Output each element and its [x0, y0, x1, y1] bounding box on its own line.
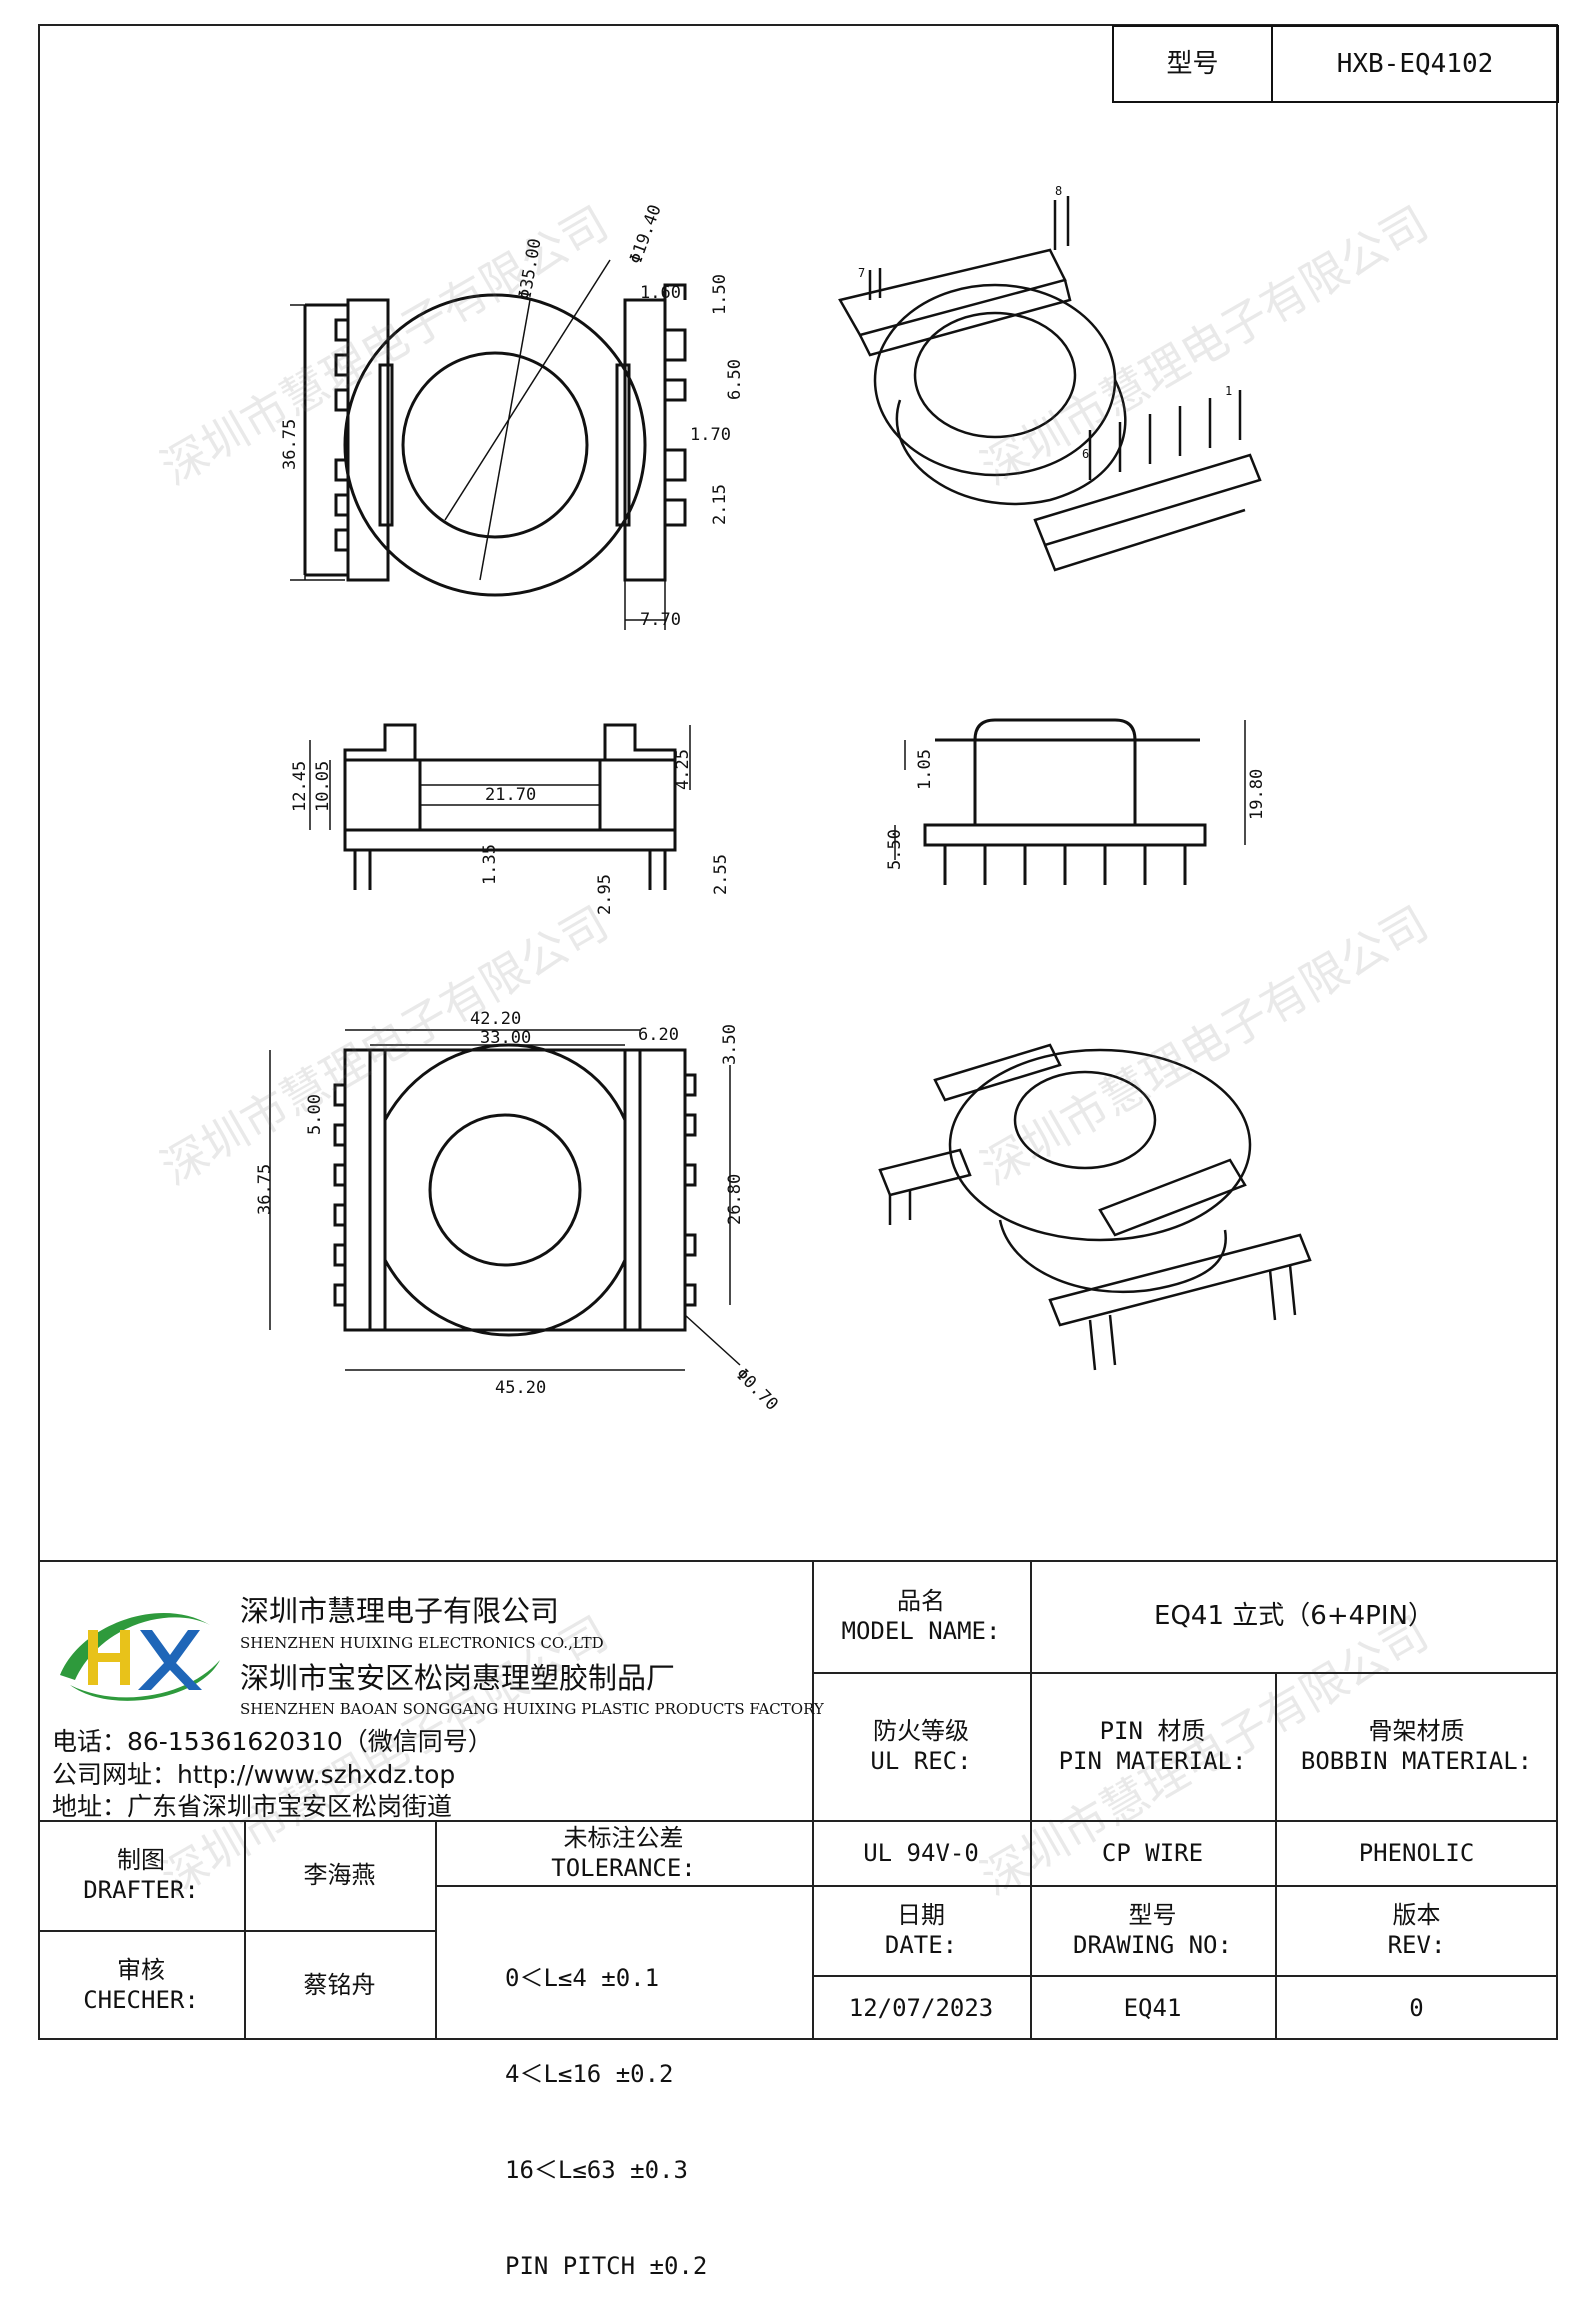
dim-phi0-70: Φ0.70 [731, 1364, 781, 1414]
dim-3-50: 3.50 [720, 1024, 740, 1065]
company-phone: 电话：86-15361620310（微信同号） [52, 1727, 493, 1756]
dim-2-95: 2.95 [595, 874, 615, 915]
rev-label: 版本 REV: [1275, 1885, 1558, 1975]
dim-1-50: 1.50 [710, 274, 730, 315]
dim-12-45: 12.45 [290, 761, 310, 812]
pin-en: PIN MATERIAL: [1058, 1747, 1247, 1775]
model-name-value: EQ41 立式（6+4PIN） [1154, 1600, 1434, 1631]
dim-36-75-top: 36.75 [280, 419, 300, 470]
tolerance-en: TOLERANCE: [551, 1853, 696, 1882]
dim-6-20: 6.20 [638, 1025, 679, 1045]
bobbin-material-value: PHENOLIC [1358, 1838, 1475, 1867]
date-value: 12/07/2023 [848, 1993, 994, 2022]
tolerance-row: 0＜L≤4 ±0.1 [505, 1964, 660, 1992]
dim-1-70: 1.70 [690, 425, 731, 445]
company-name-cn: 深圳市慧理电子有限公司 [240, 1594, 560, 1628]
dim-4-25: 4.25 [673, 749, 693, 790]
pin-label-7: 7 [858, 266, 865, 280]
tolerance-row: 16＜L≤63 ±0.3 [505, 2156, 688, 2184]
drafter-value: 李海燕 [303, 1861, 376, 1889]
model-name-en: MODEL NAME: [841, 1617, 1001, 1645]
tolerance-row: PIN PITCH ±0.2 [505, 2252, 708, 2280]
company-logo [60, 1613, 220, 1701]
dim-phi19-40: Φ19.40 [626, 202, 666, 267]
checker-value: 蔡铭舟 [303, 1971, 376, 1999]
dim-33-00: 33.00 [480, 1028, 531, 1048]
pin-label-8: 8 [1055, 184, 1062, 198]
date-en: DATE: [884, 1931, 958, 1959]
bottom-view [269, 1029, 741, 1371]
drawing-en: DRAWING NO: [1073, 1931, 1232, 1959]
bobbin-cn: 骨架材质 [1368, 1717, 1465, 1745]
rev-en: REV: [1387, 1931, 1446, 1959]
dim-2-55: 2.55 [711, 854, 731, 895]
tolerance-cn: 未标注公差 [563, 1823, 684, 1852]
dim-21-70: 21.70 [485, 785, 536, 805]
model-name-label: 品名 MODEL NAME: [812, 1560, 1030, 1672]
dim-1-05: 1.05 [915, 749, 935, 790]
date-cn: 日期 [897, 1901, 945, 1929]
dim-45-20: 45.20 [495, 1378, 546, 1398]
company-website: 公司网址：http://www.szhxdz.top [52, 1760, 456, 1789]
drafter-en: DRAFTER: [83, 1876, 199, 1904]
dim-6-50: 6.50 [725, 359, 745, 400]
model-header-box [1112, 25, 1559, 103]
tolerance-list: 0＜L≤4 ±0.1 4＜L≤16 ±0.2 16＜L≤63 ±0.3 PIN … [505, 1898, 805, 2314]
ul-rec-value: UL 94V-0 [863, 1838, 979, 1867]
checker-label: 审核 CHECHER: [38, 1930, 244, 2040]
drafter-cn: 制图 [117, 1846, 165, 1874]
factory-name-en: SHENZHEN BAOAN SONGGANG HUIXING PLASTIC … [240, 1700, 824, 1718]
title-block-top-border [38, 1560, 1558, 1562]
pin-material-value: CP WIRE [1101, 1838, 1204, 1867]
drawing-no-label: 型号 DRAWING NO: [1030, 1885, 1275, 1975]
company-address: 地址：广东省深圳市宝安区松岗街道 [52, 1792, 453, 1821]
dim-7-70: 7.70 [640, 610, 681, 630]
ul-cn: 防火等级 [873, 1717, 969, 1745]
checker-en: CHECHER: [83, 1986, 199, 2014]
pin-material-label: PIN 材质 PIN MATERIAL: [1030, 1672, 1275, 1820]
company-name-en: SHENZHEN HUIXING ELECTRONICS CO.,LTD [240, 1634, 604, 1652]
model-name-cn: 品名 [897, 1587, 945, 1615]
date-label: 日期 DATE: [812, 1885, 1030, 1975]
checker-cn: 审核 [117, 1956, 165, 1984]
pin-cn: PIN 材质 [1099, 1717, 1206, 1745]
model-value: HXB-EQ4102 [1336, 48, 1494, 79]
ul-rec-label: 防火等级 UL REC: [812, 1672, 1030, 1820]
drawing-no-value: EQ41 [1123, 1993, 1182, 2022]
end-view [894, 718, 1246, 885]
dim-36-75-bottom: 36.75 [255, 1164, 275, 1215]
dimension-labels: 36.75 Φ35.00 Φ19.40 1.60 1.50 6.50 1.70 … [255, 184, 1267, 1415]
ul-en: UL REC: [870, 1747, 972, 1775]
drawing-cn: 型号 [1128, 1901, 1177, 1929]
pin-label-6: 6 [1082, 447, 1089, 461]
rev-value: 0 [1409, 1993, 1424, 2022]
dim-10-05: 10.05 [313, 761, 333, 812]
technical-drawing: 36.75 Φ35.00 Φ19.40 1.60 1.50 6.50 1.70 … [255, 25, 1559, 1415]
bobbin-material-label: 骨架材质 BOBBIN MATERIAL: [1275, 1672, 1558, 1820]
iso-view-top [838, 196, 1262, 572]
factory-name-cn: 深圳市宝安区松岗惠理塑胶制品厂 [240, 1661, 676, 1695]
dim-1-60: 1.60 [640, 283, 681, 303]
dim-26-80: 26.80 [725, 1174, 745, 1225]
tolerance-label: 未标注公差 TOLERANCE: [435, 1820, 812, 1885]
rev-cn: 版本 [1392, 1901, 1441, 1929]
dim-5-00: 5.00 [305, 1094, 325, 1135]
dim-19-80: 19.80 [1247, 769, 1267, 820]
drawing-frame [38, 24, 1558, 2040]
top-view [290, 259, 687, 630]
dim-1-35: 1.35 [480, 844, 500, 885]
dim-5-50: 5.50 [885, 829, 905, 870]
model-label: 型号 [1166, 48, 1219, 79]
side-view [309, 723, 691, 890]
tolerance-row: 4＜L≤16 ±0.2 [505, 2060, 674, 2088]
drafter-label: 制图 DRAFTER: [38, 1820, 244, 1930]
dim-2-15: 2.15 [710, 484, 730, 525]
bobbin-en: BOBBIN MATERIAL: [1300, 1747, 1533, 1775]
dim-42-20: 42.20 [470, 1009, 521, 1029]
pin-label-1: 1 [1225, 384, 1232, 398]
iso-view-bottom [878, 1043, 1312, 1371]
